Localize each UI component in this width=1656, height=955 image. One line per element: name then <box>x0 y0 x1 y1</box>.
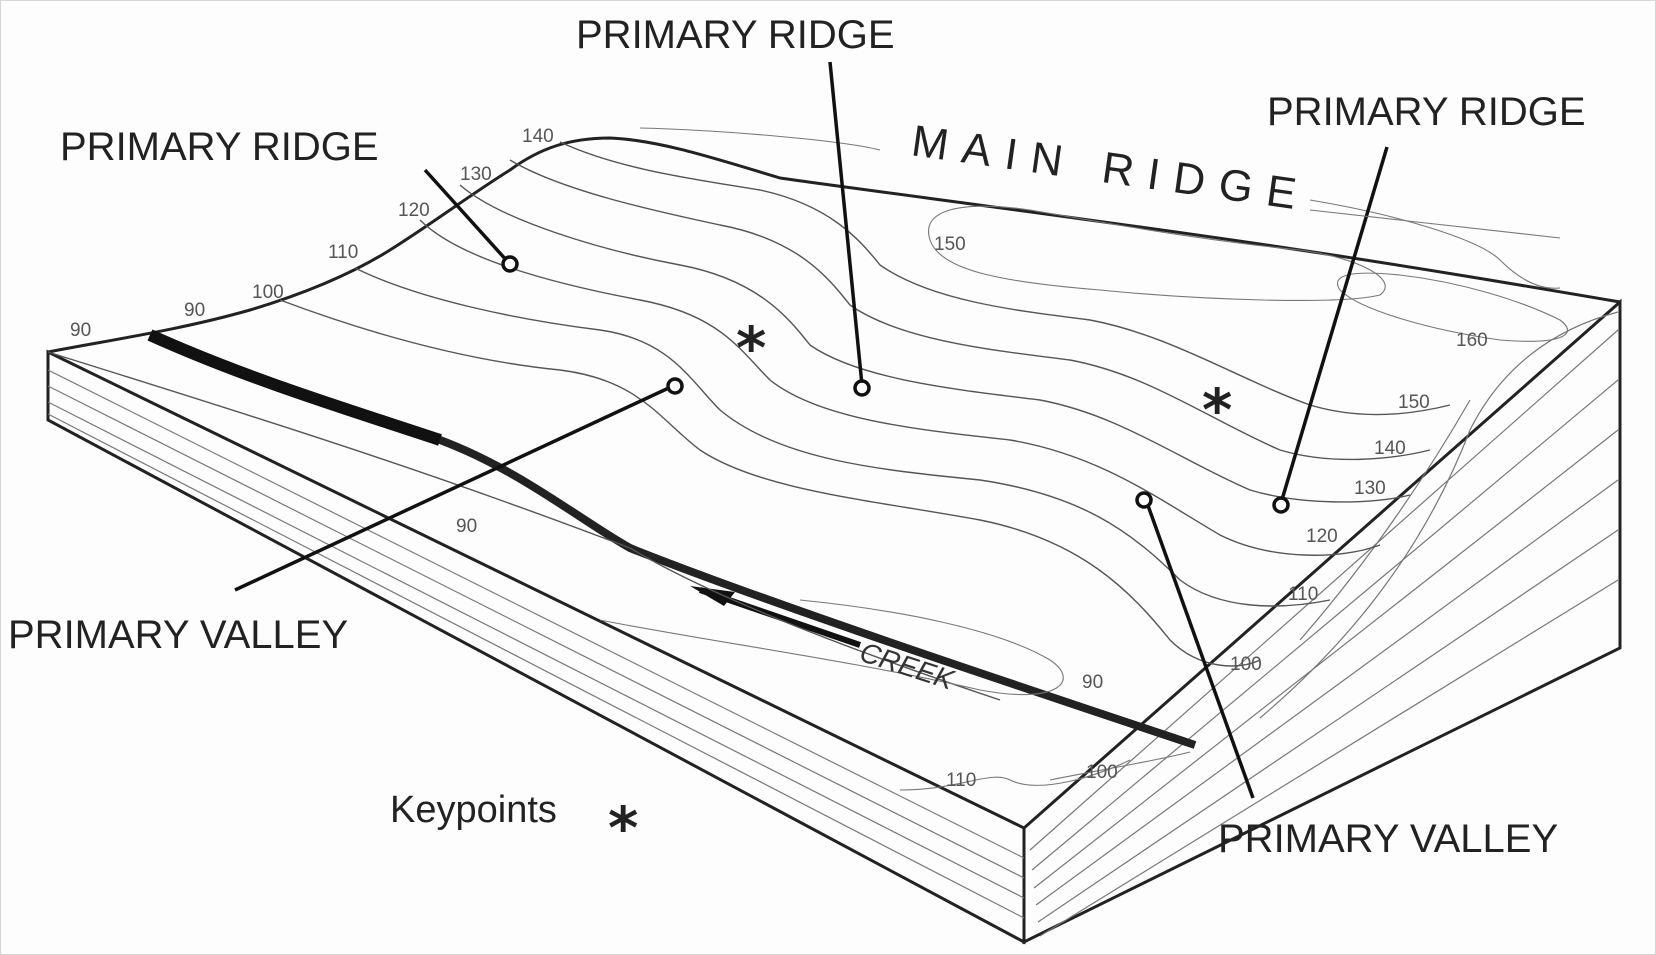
point-valley-left <box>666 377 684 395</box>
contour-label-160: 160 <box>1456 330 1488 351</box>
keypoint-star-1: * <box>736 314 766 382</box>
leader-primary-ridge-top <box>828 61 864 386</box>
contour-label-110: 110 <box>328 242 358 263</box>
contour-label-110: 110 <box>1288 584 1318 605</box>
leader-primary-ridge-left <box>423 168 510 264</box>
point-ridge-top <box>853 379 871 397</box>
keypoint-star-2: * <box>1202 376 1232 444</box>
contour-label-90: 90 <box>456 516 477 537</box>
leader-primary-valley-left <box>234 384 674 592</box>
leader-primary-valley-right <box>1144 499 1255 799</box>
label-primary-ridge-top: PRIMARY RIDGE <box>576 13 895 57</box>
contour-label-130: 130 <box>1354 478 1386 499</box>
legend-keypoint-star: * <box>608 794 638 862</box>
legend-keypoints-label: Keypoints <box>390 789 557 831</box>
label-primary-valley-right: PRIMARY VALLEY <box>1218 817 1558 861</box>
contour-label-110: 110 <box>946 770 976 791</box>
contour-label-150: 150 <box>1398 392 1430 413</box>
contour-label-100: 100 <box>1086 762 1118 783</box>
point-ridge-right <box>1272 496 1290 514</box>
point-ridge-left <box>501 255 519 273</box>
keypoints-legend: Keypoints * <box>390 789 638 862</box>
leader-lines <box>234 61 1389 799</box>
label-primary-valley-left: PRIMARY VALLEY <box>8 613 348 657</box>
contour-label-140: 140 <box>1374 438 1406 459</box>
main-ridge-skyline <box>47 136 1621 354</box>
front-strata <box>47 369 1025 919</box>
right-strata <box>1029 311 1619 937</box>
point-valley-right <box>1135 491 1153 509</box>
contour-elevation-labels: 90 90 100 110 120 130 140 150 160 150 14… <box>70 126 1488 791</box>
contour-label-130: 130 <box>460 164 492 185</box>
contour-label-140: 140 <box>522 126 554 147</box>
label-primary-ridge-left: PRIMARY RIDGE <box>60 125 379 169</box>
contour-label-120: 120 <box>398 200 430 221</box>
terrain-block <box>46 298 1622 945</box>
leader-points <box>501 255 1290 514</box>
contour-label-90: 90 <box>70 320 91 341</box>
contour-label-120: 120 <box>1306 526 1338 547</box>
creek-flow-arrow <box>690 586 861 648</box>
label-primary-ridge-right: PRIMARY RIDGE <box>1267 90 1586 134</box>
contour-label-100: 100 <box>252 282 284 303</box>
contour-label-100: 100 <box>1230 654 1262 675</box>
contour-lines <box>47 127 1568 791</box>
contour-label-90: 90 <box>184 300 205 321</box>
leader-primary-ridge-right <box>1279 146 1389 504</box>
contour-label-150: 150 <box>934 234 966 255</box>
contour-label-90: 90 <box>1082 672 1103 693</box>
block-right-face <box>1022 298 1622 945</box>
